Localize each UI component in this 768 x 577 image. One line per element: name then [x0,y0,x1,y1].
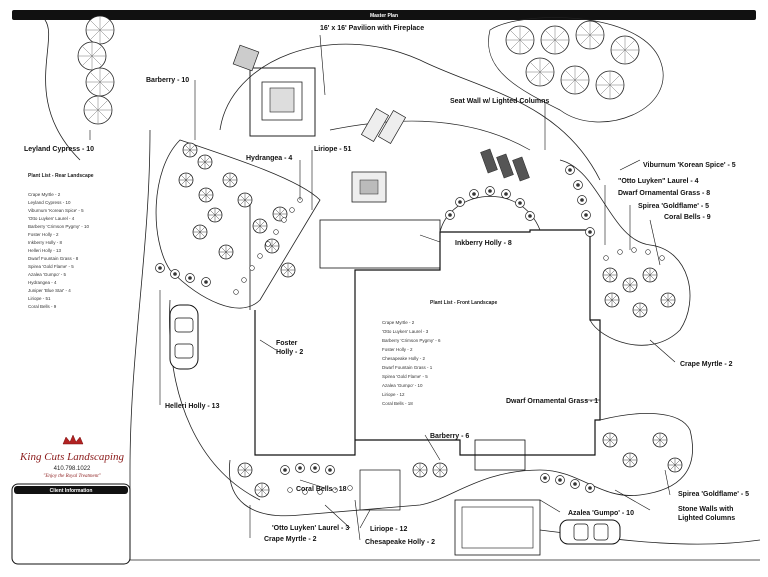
rear-plant-item: Azalea 'Gumpo' - 5 [28,272,66,277]
label-azalea-gumpo: Azalea 'Gumpo' - 10 [568,510,634,517]
rear-plant-item: Barberry 'Crimson Pygmy' - 10 [28,224,89,229]
viburnum-cluster [488,17,664,123]
label-seat-wall: Seat Wall w/ Lighted Columns [450,98,549,105]
brand-tagline: "Enjoy the Royal Treatment" [43,474,101,479]
client-info-title: Client Information [50,488,93,494]
rear-plant-list-title: Plant List - Rear Landscape [28,173,94,179]
header-bar [12,10,756,20]
label-stone-walls-line2: Lighted Columns [678,515,735,522]
leader-lines [89,34,676,541]
front-plant-item: 'Otto Luyken' Laurel - 3 [382,329,429,334]
label-foster-holly-line2: Holly - 2 [276,349,303,356]
rear-left-bed [155,139,321,309]
rear-lawn-boundary [219,43,601,181]
brand-phone: 410.798.1022 [54,466,91,472]
rear-plant-item: Leyland Cypress - 10 [28,200,71,205]
front-plant-item: Coral Bells - 18 [382,401,413,406]
label-coral-bells-top: Coral Bells - 9 [664,214,711,221]
label-spirea-bottom: Spirea 'Goldflame' - 5 [678,491,749,498]
front-plant-list-title: Plant List - Front Landscape [430,300,497,306]
patio-edge [329,120,531,151]
leyland-cypress-row [77,15,115,125]
label-pavilion: 16' x 16' Pavilion with Fireplace [320,25,424,32]
rear-plant-item: Juniper 'Blue Star' - 4 [28,288,71,293]
label-dwarf-grass-top: Dwarf Ornamental Grass - 8 [618,190,710,197]
rear-plant-item: Viburnum 'Korean Spice' - 5 [28,208,84,213]
rear-plant-item: Crape Myrtle - 2 [28,192,61,197]
rear-plant-item: Foster Holly - 2 [28,232,59,237]
rear-plant-item: Hydrangea - 4 [28,280,57,285]
client-info-box: Client Information [11,483,131,565]
brand-name: King Cuts Landscaping [19,451,124,463]
patio-furniture [351,108,530,203]
front-plant-item: Spirea 'Gold Flame' - 5 [382,374,428,379]
label-inkberry-holly: Inkberry Holly - 8 [455,240,512,247]
front-plant-item: Barberry 'Crimson Pygmy' - 6 [382,338,441,343]
rear-plant-item: Helleri Holly - 13 [28,248,62,253]
front-bed [228,413,693,517]
label-leyland-cypress: Leyland Cypress - 10 [24,146,94,153]
label-coral-bells-bottom: Coral Bells - 18 [296,486,347,493]
page-title: Master Plan [370,13,398,19]
label-dwarf-grass-mid: Dwarf Ornamental Grass - 1 [506,398,598,405]
car-right [559,519,621,545]
rear-right-bed [559,159,691,346]
label-hydrangea: Hydrangea - 4 [246,155,292,162]
front-plant-item: Chesapeake Holly - 2 [382,356,426,361]
label-crape-myrtle-right: Crape Myrtle - 2 [680,361,733,368]
front-plant-item: Liriope - 12 [382,392,405,397]
driveway-edge [129,129,151,560]
label-stone-walls-line1: Stone Walls with [678,506,733,513]
rear-plant-item: Liriope - 51 [28,296,51,301]
label-otto-laurel-top: "Otto Luyken" Laurel - 4 [618,178,699,185]
label-otto-laurel-bottom: 'Otto Luyken' Laurel - 3 [272,525,349,532]
inkberry-arc [439,186,541,233]
car-left [169,304,199,370]
front-plant-list: Plant List - Front Landscape Crape Myrtl… [382,300,497,406]
label-foster-holly-line1: Foster [276,340,298,347]
front-plant-item: Azalea 'Gumpo' - 10 [382,383,423,388]
label-barberry-top: Barberry - 10 [146,77,189,84]
rear-plant-item: Coral Bells - 9 [28,304,57,309]
label-barberry-mid: Barberry - 6 [430,433,469,440]
rear-plant-item: Spirea 'Gold Flame' - 5 [28,264,74,269]
pavilion [232,44,316,137]
rear-plant-item: Dwarf Fountain Grass - 8 [28,256,79,261]
brand-block: King Cuts Landscaping 410.798.1022 "Enjo… [19,434,124,479]
label-liriope-top: Liriope - 51 [314,146,351,153]
crown-icon [62,434,84,445]
label-viburnum: Viburnum 'Korean Spice' - 5 [643,162,736,169]
label-helleri-holly: Helleri Holly - 13 [165,403,220,410]
front-plant-item: Foster Holly - 2 [382,347,413,352]
front-plant-item: Crape Myrtle - 2 [382,320,415,325]
label-chesapeake-holly: Chesapeake Holly - 2 [365,539,435,546]
yard-boundary-left [44,19,81,161]
rear-plant-list: Plant List - Rear Landscape Crape Myrtle… [28,173,94,309]
rear-plant-item: 'Otto Luyken' Laurel - 4 [28,216,75,221]
label-spirea-top: Spirea 'Goldflame' - 5 [638,203,709,210]
front-plant-item: Dwarf Fountain Grass - 1 [382,365,433,370]
label-crape-myrtle-bottom: Crape Myrtle - 2 [264,536,317,543]
label-liriope-bottom: Liriope - 12 [370,526,407,533]
rear-plant-item: Inkberry Holly - 8 [28,240,63,245]
